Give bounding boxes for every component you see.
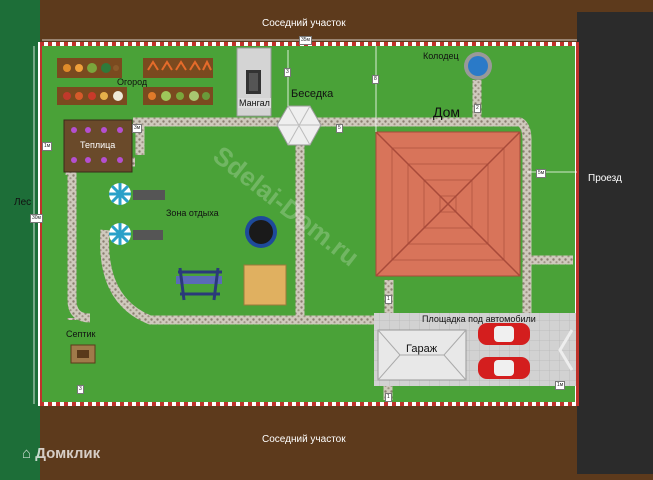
sandbox <box>243 264 287 306</box>
picnic-table <box>176 267 222 301</box>
septic-tank <box>70 344 96 364</box>
garden-label: Огород <box>117 77 148 87</box>
gate-arc <box>558 329 574 371</box>
greenhouse-label: Теплица <box>80 140 116 150</box>
garage-label: Гараж <box>406 343 438 355</box>
dim-garage-bottom: 1 <box>385 393 392 402</box>
dim-parking: 1м <box>555 381 566 390</box>
house-logo-icon: ⌂ <box>22 445 32 462</box>
umbrella-1 <box>109 183 131 205</box>
house-label: Дом <box>433 104 461 120</box>
dim-top: 35м <box>299 36 312 45</box>
driveway-label: Проезд <box>588 173 622 184</box>
lounger-1 <box>133 190 165 200</box>
dim-gazebo: 3м <box>132 124 143 133</box>
dim-house-left: 5 <box>336 124 343 133</box>
dim-right: 5м <box>536 169 547 178</box>
well <box>464 52 492 80</box>
neighbor-bottom-label: Соседний участок <box>262 434 346 445</box>
dim-left: 30м <box>30 214 43 223</box>
gazebo-label: Беседка <box>291 88 334 100</box>
driveway-area <box>577 12 653 474</box>
gazebo <box>276 105 322 146</box>
garage <box>377 329 467 381</box>
domclick-text: Домклик <box>35 445 101 462</box>
bbq-label: Мангал <box>238 98 271 108</box>
neighbor-top-label: Соседний участок <box>262 18 346 29</box>
house-roof <box>375 131 521 277</box>
lounger-2 <box>133 230 163 240</box>
dim-well: 2 <box>474 104 481 113</box>
septic-label: Септик <box>66 329 96 339</box>
dim-garage-top: 1 <box>385 295 392 304</box>
dim-bbq: 3 <box>284 68 291 77</box>
dim-house-top: 8 <box>372 75 379 84</box>
umbrella-2 <box>109 223 131 245</box>
parking-label: Площадка под автомобили <box>422 314 536 324</box>
trampoline <box>245 216 277 248</box>
forest-area <box>0 0 40 480</box>
vegetable-beds <box>57 58 213 105</box>
domclick-watermark: ⌂ Домклик <box>22 445 100 462</box>
forest-label: Лес <box>14 197 32 208</box>
dim-greenhouse: 1м <box>42 142 53 151</box>
rest-zone-label: Зона отдыха <box>166 208 219 218</box>
car-1 <box>478 323 530 345</box>
well-label: Колодец <box>423 51 459 61</box>
greenhouse <box>63 119 133 173</box>
car-2 <box>478 357 530 379</box>
dim-septic: 3 <box>77 385 84 394</box>
